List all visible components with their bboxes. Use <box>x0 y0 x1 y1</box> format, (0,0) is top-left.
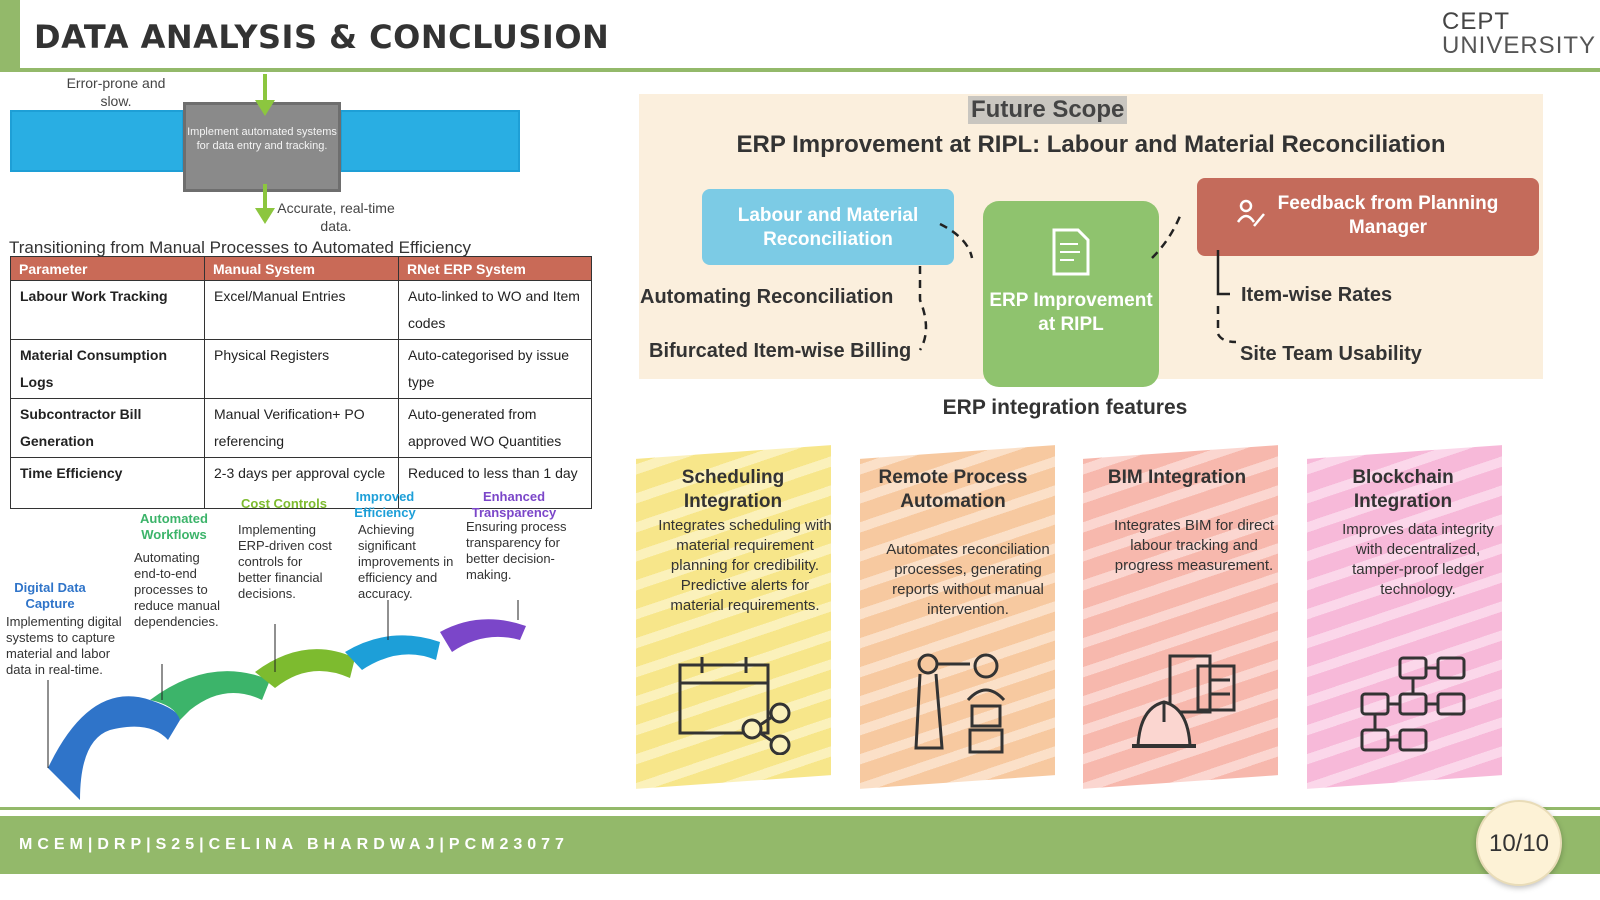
flow-arrows <box>255 74 275 224</box>
step-desc: Implementing digital systems to capture … <box>6 614 122 677</box>
table-cell: Labour Work Tracking <box>10 280 205 340</box>
table-cell: Auto-generated from approved WO Quantiti… <box>398 398 592 458</box>
table-cell: Subcontractor Bill Generation <box>10 398 205 458</box>
logo-cept: CEPT <box>1442 8 1511 35</box>
output-pipe <box>340 110 520 172</box>
table-cell: Time Efficiency <box>10 457 205 509</box>
page-number: 10/10 <box>1476 800 1562 886</box>
feature-title: BIM Integration <box>1107 467 1247 488</box>
card-reconciliation: Labour and Material Reconciliation <box>702 189 954 265</box>
table-cell: Auto-categorised by issue type <box>398 339 592 399</box>
future-scope-subtitle: ERP Improvement at RIPL: Labour and Mate… <box>736 131 1446 158</box>
footer-text: MCEM|DRP|S25|CELINA BHARDWAJ|PCM23077 <box>19 836 569 853</box>
wave-step-5 <box>440 619 526 652</box>
wave-step-4 <box>345 635 440 670</box>
wave-step-3 <box>255 649 355 688</box>
document-icon <box>1052 228 1090 276</box>
calendar-share-icon <box>678 657 791 755</box>
table-cell: Excel/Manual Entries <box>204 280 399 340</box>
future-scope-tag: Future Scope <box>968 96 1128 124</box>
table-header-row: Parameter Manual System RNet ERP System <box>10 256 592 281</box>
input-note: Error-prone and slow. <box>66 75 166 109</box>
feature-title: Remote Process Automation <box>878 467 1028 512</box>
footer-divider <box>0 807 1600 810</box>
card-feedback: Feedback from Planning Manager <box>1197 178 1539 256</box>
progress-wave <box>47 600 526 800</box>
table-header: RNet ERP System <box>398 256 592 281</box>
step-desc: Implementing ERP-driven cost controls fo… <box>238 522 332 601</box>
people-icon <box>1236 199 1265 227</box>
connector-lines <box>918 215 1237 351</box>
table-cell: Material Consumption Logs <box>10 339 205 399</box>
table-title: Transitioning from Manual Processes to A… <box>9 238 472 257</box>
feature-title: Blockchain Integration <box>1352 467 1454 512</box>
feature-desc: Improves data integrity with decentraliz… <box>1342 521 1494 598</box>
table-cell: Physical Registers <box>204 339 399 399</box>
page-title: DATA ANALYSIS & CONCLUSION <box>34 18 610 56</box>
table-cell: 2-3 days per approval cycle <box>204 457 399 509</box>
step-title: Digital Data Capture <box>14 580 86 611</box>
step-title: Enhanced Transparency <box>471 489 557 520</box>
step-desc: Ensuring process transparency for better… <box>466 519 567 582</box>
table-row: Labour Work Tracking Excel/Manual Entrie… <box>10 280 592 340</box>
output-note: Accurate, real-time data. <box>277 200 395 234</box>
label-bifurcated: Bifurcated Item-wise Billing <box>649 340 912 362</box>
table-row: Subcontractor Bill Generation Manual Ver… <box>10 398 592 458</box>
table-cell: Manual Verification+ PO referencing <box>204 398 399 458</box>
label-usability: Site Team Usability <box>1240 343 1422 365</box>
footer-bar <box>0 816 1600 874</box>
feature-desc: Integrates BIM for direct labour trackin… <box>1113 517 1275 574</box>
card-erp-improvement: ERP Improvement at RIPL <box>983 201 1159 387</box>
feature-desc: Integrates scheduling with material requ… <box>658 517 832 614</box>
table-row: Material Consumption Logs Physical Regis… <box>10 339 592 399</box>
comparison-table: Parameter Manual System RNet ERP System … <box>10 256 592 509</box>
logo-university: UNIVERSITY <box>1442 32 1597 59</box>
step-desc: Achieving significant improvements in ef… <box>358 522 454 601</box>
header-accent-bar <box>0 0 20 72</box>
step-title: Cost Controls <box>241 496 327 511</box>
integration-title: ERP integration features <box>942 396 1188 419</box>
input-pipe <box>10 110 184 172</box>
table-cell: Auto-linked to WO and Item codes <box>398 280 592 340</box>
robot-arm-icon <box>914 653 1006 754</box>
step-title: Improved Efficiency <box>354 489 416 520</box>
feature-desc: Automates reconciliation processes, gene… <box>886 541 1050 618</box>
bim-hardhat-icon <box>1132 654 1236 748</box>
blockchain-icon <box>1360 656 1466 752</box>
wave-step-1 <box>48 696 180 800</box>
table-header: Manual System <box>204 256 399 281</box>
step-desc: Automating end-to-end processes to reduc… <box>134 550 220 629</box>
label-item-rates: Item-wise Rates <box>1241 284 1393 306</box>
table-header: Parameter <box>10 256 205 281</box>
header-divider <box>0 68 1600 72</box>
wave-step-2 <box>150 671 270 720</box>
table-cell: Reduced to less than 1 day <box>398 457 592 509</box>
step-title: Automated Workflows <box>140 511 208 542</box>
table-row: Time Efficiency 2-3 days per approval cy… <box>10 457 592 509</box>
label-automating: Automating Reconciliation <box>640 286 894 308</box>
feature-title: Scheduling Integration <box>681 467 785 512</box>
